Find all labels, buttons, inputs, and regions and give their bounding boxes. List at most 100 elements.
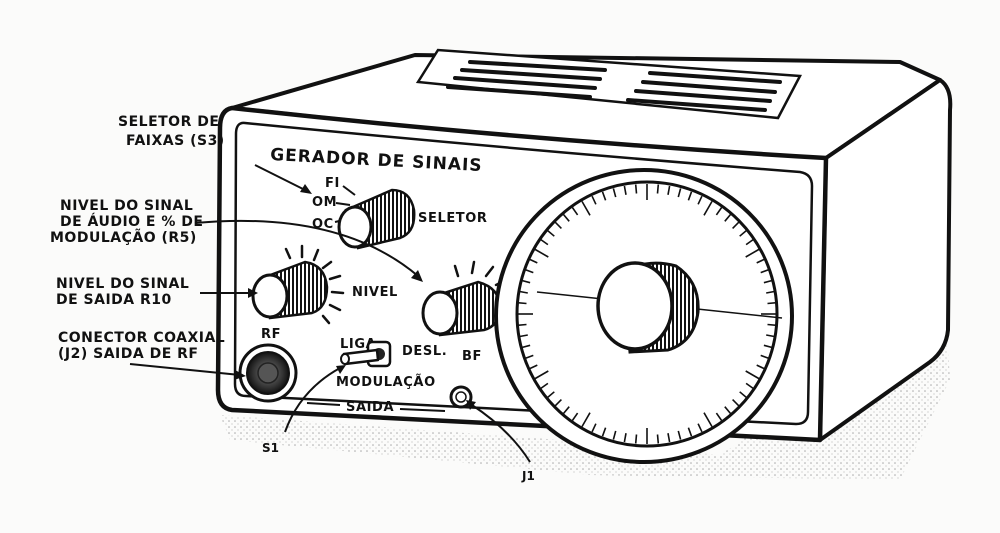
rf-knob-scale-marks (284, 244, 345, 325)
callout-r5-line3: MODULAÇÃO (R5) (50, 229, 197, 246)
callout-r10-line2: DE SAIDA R10 (56, 292, 172, 308)
dial-tick (571, 412, 579, 421)
band-label-om: OM (312, 195, 337, 210)
dial-tick (763, 344, 773, 349)
callout-j2-line1: CONECTOR COAXIAL (58, 330, 225, 346)
bf-label: BF (462, 349, 482, 364)
dial-tick (760, 268, 770, 274)
dial-tick (724, 213, 732, 222)
saida-bracket (306, 402, 446, 412)
callout-j1: J1 (521, 469, 535, 483)
modulacao-label: MODULAÇÃO (336, 374, 436, 390)
dial-tick (518, 290, 528, 294)
dial-tick (745, 382, 754, 390)
dial-tick (687, 191, 693, 201)
dial-tick (517, 301, 527, 305)
dial-tick (756, 258, 766, 264)
dial-tick (521, 279, 531, 284)
dial-tick (739, 391, 748, 399)
dial-tick (732, 399, 740, 407)
dial-tick (554, 221, 562, 229)
dial-tick (521, 344, 531, 349)
dial-tick (581, 412, 591, 427)
callout-line-s1 (284, 367, 341, 433)
dial-tick (562, 213, 570, 222)
dial-tick (524, 268, 534, 274)
dial-tick (766, 334, 776, 338)
callout-line-j2 (129, 363, 241, 376)
callout-line-s3 (254, 164, 306, 191)
dial-tick (601, 191, 607, 201)
dial-tick (715, 412, 723, 421)
rf-label: RF (261, 327, 281, 342)
callout-lines (129, 164, 531, 463)
modulation-level-knob[interactable] (421, 280, 502, 337)
callout-arrowheads (234, 184, 476, 410)
callout-r5-line2: DE ÁUDIO E % DE (60, 213, 203, 230)
callout-r10-line1: NIVEL DO SINAL (56, 276, 189, 292)
dial-tick (528, 258, 538, 264)
callout-s3-line1: SELETOR DE (118, 114, 219, 130)
saida-label: SAIDA (346, 400, 394, 415)
dial-tick (767, 301, 777, 305)
dial-tick (739, 229, 748, 237)
dial-tick (623, 185, 627, 195)
dial-tick (571, 207, 579, 216)
dial-tick (724, 406, 732, 415)
dial-tick (528, 364, 538, 370)
dial-tick (591, 195, 597, 205)
dial-tick (623, 433, 627, 443)
callout-line-r5 (194, 219, 419, 277)
dial-tick (732, 221, 740, 229)
dial-tick (763, 279, 773, 284)
modulation-toggle-switch[interactable] (340, 340, 392, 368)
dial-tick (760, 354, 770, 360)
dial-tick (554, 399, 562, 407)
callout-s1: S1 (262, 441, 279, 455)
dial-tick (697, 195, 703, 205)
rf-coaxial-connector[interactable] (238, 343, 298, 403)
dial-tick (667, 433, 671, 443)
dial-tick (703, 412, 713, 427)
dial-tick (767, 323, 777, 327)
dial-tick (745, 248, 760, 258)
callout-line-j1 (471, 404, 531, 463)
dial-tick (612, 188, 617, 198)
nivel-label: NIVEL (352, 285, 398, 300)
dial-tick (534, 248, 549, 258)
dial-tick (703, 201, 713, 216)
dial-tick (766, 290, 776, 294)
dial-tick (745, 370, 760, 380)
output-jack-j1[interactable] (449, 385, 473, 409)
dial-tick (715, 207, 723, 216)
dial-tick (634, 434, 638, 444)
dial-tick (667, 185, 671, 195)
band-label-fi: FI (325, 176, 340, 191)
dial-tick (540, 382, 549, 390)
dial-tick (562, 406, 570, 415)
selector-label: SELETOR (418, 211, 488, 226)
dial-tick (546, 229, 555, 237)
tuning-knob[interactable] (596, 261, 700, 354)
dial-tick (677, 430, 682, 440)
desl-label: DESL. (402, 344, 447, 359)
liga-label: LIGA (340, 337, 376, 352)
dial-tick (687, 427, 693, 437)
dial-tick (656, 184, 660, 194)
dial-tick (677, 188, 682, 198)
dial-tick (697, 423, 703, 433)
callout-j2-line2: (J2) SAIDA DE RF (58, 346, 198, 362)
dial-tick (534, 370, 549, 380)
callout-r5-line1: NIVEL DO SINAL (60, 198, 193, 214)
dial-tick (756, 364, 766, 370)
dial-tick (540, 238, 549, 246)
dial-tick (656, 434, 660, 444)
dial-tick (546, 391, 555, 399)
callout-s3-line2: FAIXAS (S3) (126, 133, 225, 149)
dial-tick (601, 427, 607, 437)
dial-tick (612, 430, 617, 440)
dial-tick (634, 184, 638, 194)
rf-level-knob[interactable] (251, 260, 329, 320)
